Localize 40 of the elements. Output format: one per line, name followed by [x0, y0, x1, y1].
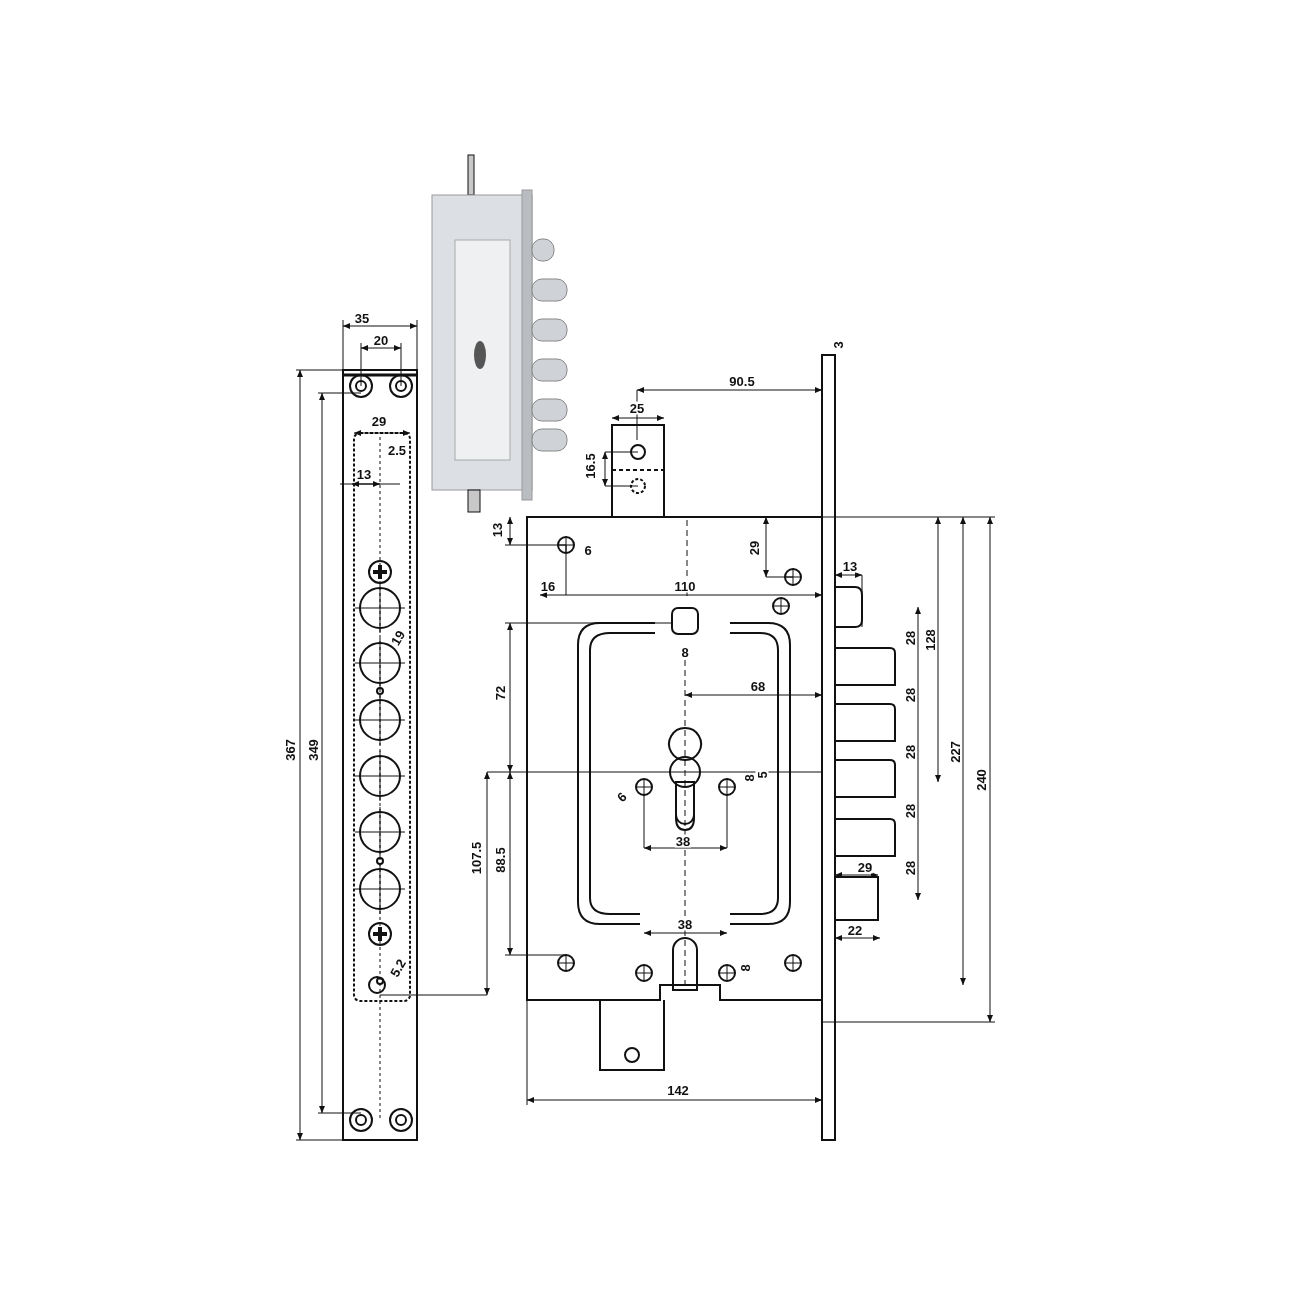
dimension-label: 38: [674, 834, 692, 848]
dimension-label: 28: [903, 686, 917, 704]
dimension-label: 8: [742, 773, 756, 783]
dimension-label: 72: [493, 684, 507, 702]
dimension-label: 8: [680, 645, 690, 659]
dimension-label: 16.5: [583, 452, 597, 480]
dimension-label: 227: [948, 740, 962, 764]
dimension-label: 90.5: [728, 374, 756, 388]
dimension-label: 367: [283, 738, 297, 762]
dimension-label: 13: [841, 559, 859, 573]
dimension-label: 142: [666, 1083, 690, 1097]
dimension-label: 28: [903, 629, 917, 647]
dimension-label: 8: [738, 963, 752, 973]
dimension-label: 6: [614, 789, 630, 805]
dimension-label: 13: [490, 521, 504, 539]
dimension-label: 68: [749, 679, 767, 693]
dimension-label: 88.5: [493, 846, 507, 874]
dimension-label: 13: [355, 467, 373, 481]
dimension-label: 35: [353, 311, 371, 325]
dimension-label: 28: [903, 743, 917, 761]
dimension-label: 5.2: [387, 956, 409, 980]
dimension-label: 29: [747, 539, 761, 557]
dimension-label: 5: [755, 770, 769, 780]
dimension-label: 128: [923, 628, 937, 652]
dimension-label: 110: [673, 579, 697, 593]
dimension-label: 2.5: [386, 443, 408, 457]
dimension-label: 22: [846, 923, 864, 937]
dimension-label: 240: [974, 768, 988, 792]
dimension-label: 25: [628, 401, 646, 415]
dimension-label: 28: [903, 859, 917, 877]
dimension-label: 29: [370, 414, 388, 428]
dimension-label: 38: [676, 917, 694, 931]
dimension-label: 107.5: [469, 840, 483, 876]
dimension-label: 3: [831, 340, 845, 350]
dimension-label: 29: [856, 860, 874, 874]
dimension-label: 28: [903, 802, 917, 820]
dimension-label: 20: [372, 333, 390, 347]
dimension-label: 16: [539, 579, 557, 593]
dimension-label: 6: [583, 543, 593, 557]
dimension-label: 349: [306, 738, 320, 762]
